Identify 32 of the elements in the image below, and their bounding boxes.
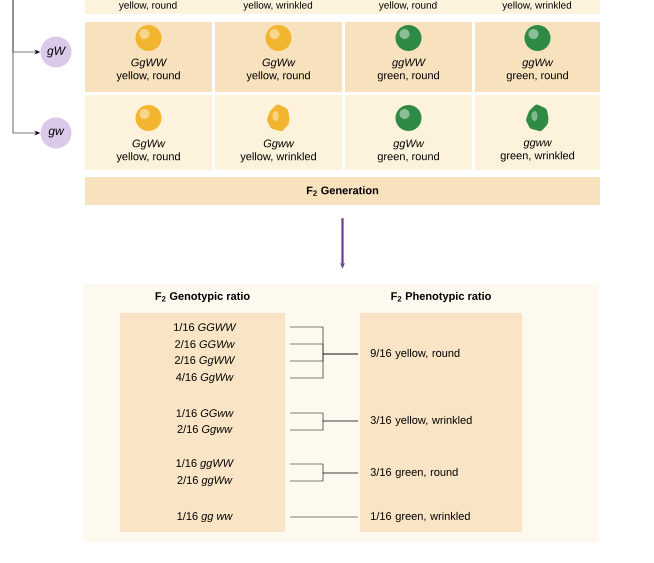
column-heading: F$_{2}$ Genotypic ratio [156, 292, 250, 302]
grid-cell: GgWw yellow, round [215, 22, 342, 92]
genotype-ratio: 1/16 gg ww [178, 512, 233, 522]
genotype-ratio: 2/16 GGWw [175, 340, 236, 348]
genotype-ratio: 2/16 GgWW [174, 356, 236, 366]
caption-band: F$_{2}$ Generation [85, 177, 600, 205]
phenotype-ratio: 3/16 green, round [370, 468, 458, 478]
grid-cell: ggww green, wrinkled [475, 95, 600, 170]
cell-label: yellow, round [378, 1, 437, 11]
phenotype-ratio: 1/16 green, wrinkled [371, 512, 470, 522]
grid-cell: ggWW green, round [345, 22, 472, 92]
bracket-line [290, 420, 358, 430]
genotype-ratio: 2/16 Ggww [178, 424, 233, 436]
cell-label: yellow, wrinkled [243, 1, 312, 11]
bracket-line [290, 516, 358, 518]
grid-cell: GgWw yellow, round [85, 95, 212, 170]
bracket-line [290, 472, 358, 482]
phenotype-ratio: 9/16 yellow, round [370, 348, 460, 360]
genotype-ratio: 1/16 GGww [176, 408, 234, 418]
grid-cell: ggWw green, round [475, 22, 600, 92]
column-heading: F$_{2}$ Phenotypic ratio [391, 292, 491, 302]
genotype-ratio: 1/16 GGWW [174, 322, 236, 332]
genotype-ratio: 4/16 GgWw [176, 372, 234, 384]
genotype-ratio: 1/16 ggWW [176, 458, 234, 470]
grid-cell: Ggww yellow, wrinkled [215, 95, 342, 170]
grid-cell: GgWW yellow, round [85, 22, 212, 92]
grid-cell: ggWw green, round [345, 95, 472, 170]
genotype-ratio: 2/16 ggWw [178, 476, 233, 486]
cell-label: yellow, wrinkled [502, 1, 572, 11]
cell-label: yellow, round [118, 1, 177, 11]
bracket-line [290, 354, 358, 378]
phenotype-ratio: 3/16 yellow, wrinkled [370, 416, 472, 426]
